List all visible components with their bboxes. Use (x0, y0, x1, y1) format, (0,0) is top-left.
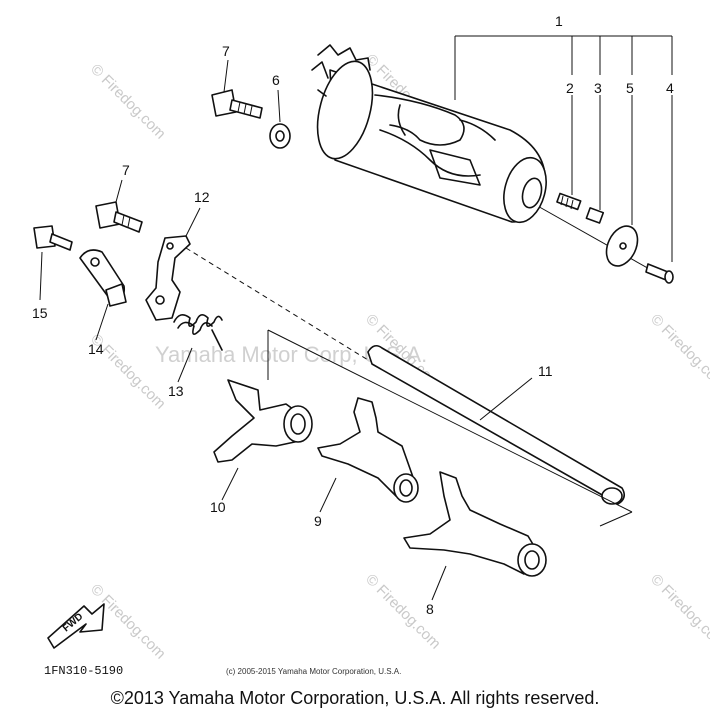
callout-7-upper: 7 (222, 43, 230, 59)
watermark-firedog-7: © Firedog.com (647, 571, 710, 653)
bolt-7-upper (211, 89, 263, 119)
shift-fork-10 (213, 379, 313, 463)
leader-lines-top-right (454, 35, 673, 276)
callout-7-lower: 7 (122, 162, 130, 178)
callout-6: 6 (272, 72, 280, 88)
callout-13: 13 (168, 383, 184, 399)
watermark-firedog-1: © Firedog.com (87, 61, 169, 143)
bolt-15 (33, 225, 73, 251)
callout-10: 10 (210, 499, 226, 515)
callout-labels: 1 2 3 5 4 7 6 7 12 15 14 13 11 10 9 8 (32, 13, 674, 617)
callout-4: 4 (666, 80, 674, 96)
small-copyright: (c) 2005-2015 Yamaha Motor Corporation, … (226, 667, 401, 676)
washer-6 (269, 123, 291, 149)
bolt-7-lower (95, 201, 143, 233)
callout-14: 14 (88, 341, 104, 357)
drum-small-parts (556, 192, 674, 284)
callout-1: 1 (555, 13, 563, 29)
callout-11: 11 (538, 363, 553, 379)
copyright-notice: ©2013 Yamaha Motor Corporation, U.S.A. A… (110, 688, 600, 708)
callout-5: 5 (626, 80, 634, 96)
guide-bar-11 (267, 329, 633, 527)
spring-13 (173, 314, 223, 351)
part-code: 1FN310-5190 (44, 664, 123, 678)
callout-8: 8 (426, 601, 434, 617)
watermark-firedog-4: © Firedog.com (647, 311, 710, 393)
shift-fork-9 (317, 397, 419, 503)
callout-12: 12 (194, 189, 210, 205)
callout-9: 9 (314, 513, 322, 529)
callout-3: 3 (594, 80, 602, 96)
callout-2: 2 (566, 80, 574, 96)
shift-drum (311, 44, 547, 224)
shift-fork-8 (403, 471, 547, 577)
callout-15: 15 (32, 305, 48, 321)
stopper-lever-12 (145, 235, 191, 321)
fwd-arrow-icon: FWD (47, 603, 105, 649)
shift-lever-14 (79, 249, 127, 307)
